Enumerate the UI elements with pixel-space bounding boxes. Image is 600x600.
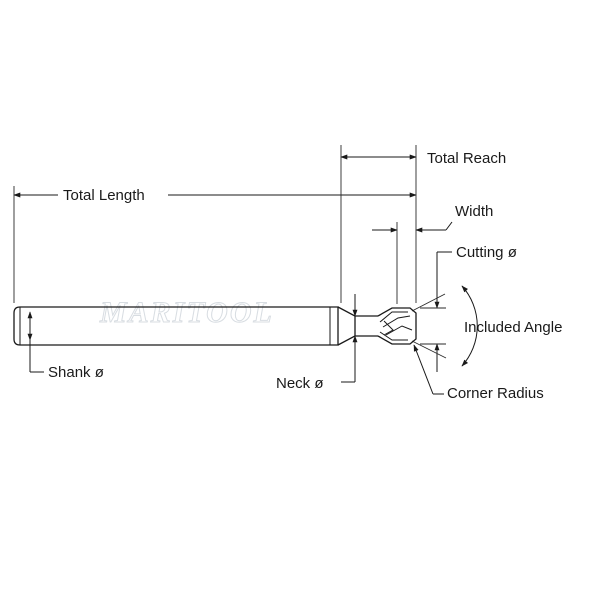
watermark-logo: MARITOOL (99, 296, 274, 329)
neck-taper (337, 306, 356, 346)
cutting-head (377, 307, 417, 345)
corner-radius-label: Corner Radius (447, 385, 544, 402)
width-dimension: Width (372, 203, 493, 304)
total-length-label: Total Length (63, 187, 145, 204)
shank-diameter-label: Shank ø (48, 364, 104, 381)
end-mill-tool (13, 306, 417, 346)
neck-diameter-label: Neck ø (276, 375, 324, 392)
total-reach-dimension: Total Reach (340, 145, 506, 303)
total-reach-label: Total Reach (427, 150, 506, 167)
included-angle-dimension: Included Angle (411, 285, 562, 367)
total-length-dimension: Total Length (13, 186, 417, 303)
width-label: Width (455, 203, 493, 220)
shank-diameter-dimension: Shank ø (27, 311, 104, 381)
included-angle-label: Included Angle (464, 319, 562, 336)
neck-diameter-dimension: Neck ø (276, 294, 358, 392)
cutting-flute-upper (379, 311, 411, 328)
cutting-flute-lower (379, 325, 413, 341)
cutting-diameter-dimension: Cutting ø (420, 244, 517, 372)
cutting-diameter-label: Cutting ø (456, 244, 517, 261)
corner-radius-dimension: Corner Radius (413, 344, 544, 402)
cutting-flute-center (383, 320, 394, 336)
